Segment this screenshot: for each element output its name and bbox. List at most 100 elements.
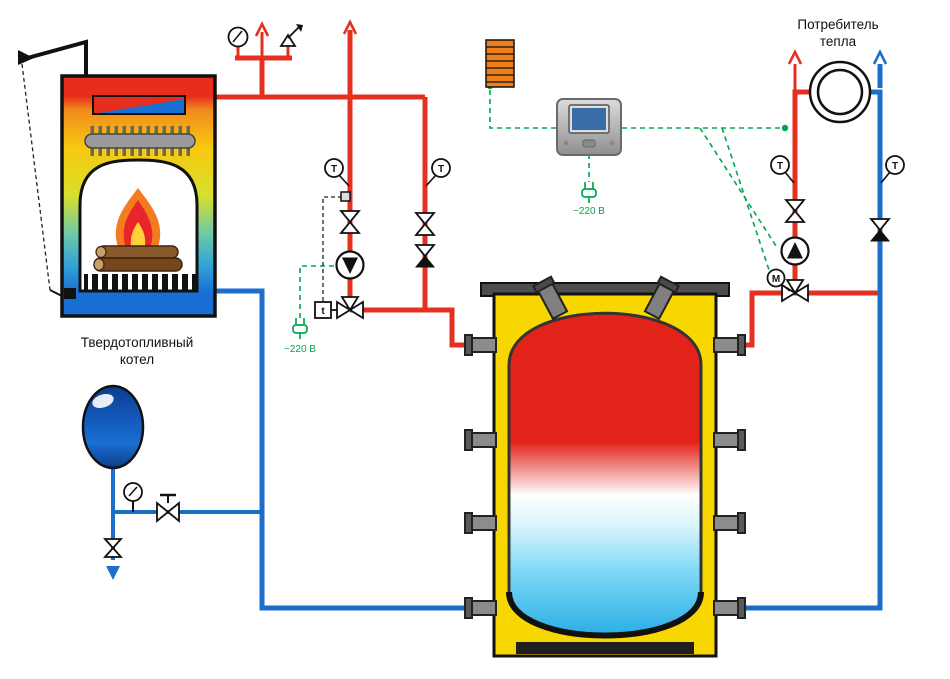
pump-boiler-circuit — [335, 250, 365, 280]
power-label-boiler-pump: ~220 В — [284, 344, 316, 355]
thermometer-letter: T — [892, 161, 898, 172]
tank-port — [469, 600, 497, 616]
temp-sensor — [340, 191, 351, 202]
chimney-guide-hook — [49, 289, 63, 297]
hot-pipes — [215, 30, 878, 348]
tank-port-flange — [464, 334, 473, 356]
vessel-highlight — [92, 393, 114, 409]
pump-impeller-icon — [787, 242, 803, 259]
thermostatic-mixing-valve: t — [314, 296, 364, 320]
tank-base — [516, 642, 694, 654]
check-valve-charge — [414, 244, 436, 268]
tank-port-flange — [737, 334, 746, 356]
boiler-label-line1: Твердотопливный — [81, 335, 194, 350]
chimney-guide-dashed-line — [21, 63, 51, 291]
safety-group — [227, 24, 303, 48]
heat-consumer — [808, 60, 872, 124]
controller — [556, 98, 622, 156]
power-plug-icon — [581, 182, 597, 203]
tank-nozzle-right — [643, 275, 681, 321]
tank-port-flange — [464, 597, 473, 619]
pump-heating-circuit — [780, 236, 810, 266]
chimney-pennant-icon — [18, 50, 34, 65]
air-vent-arrow-icon — [872, 49, 888, 65]
motor-actuator — [766, 268, 786, 288]
tank-ports-right — [713, 334, 746, 619]
shutoff-valve-charge — [414, 212, 436, 236]
check-valve-heating-return — [869, 218, 891, 242]
power-label-controller: ~220 В — [573, 206, 605, 217]
thermometer-heating-return: T — [880, 155, 905, 184]
pipe-heating-return — [740, 89, 883, 611]
controller-screen — [572, 108, 606, 130]
thermostat-letter: t — [321, 306, 325, 317]
tank-port-flange — [464, 429, 473, 451]
tank-port — [469, 515, 497, 531]
flue-pipe — [19, 39, 88, 78]
drain-arrow-icon — [106, 566, 120, 580]
wire-node-dot — [781, 124, 789, 132]
solid-fuel-boiler — [60, 74, 217, 318]
buffer-tank — [464, 275, 746, 658]
air-vent-arrow-icon — [787, 49, 803, 65]
controller-knob — [609, 140, 615, 146]
tank-port-flange — [464, 512, 473, 534]
tank-port — [713, 337, 741, 353]
thermometer-letter: T — [331, 164, 337, 175]
labels: Твердотопливный котел Потребитель тепла — [81, 17, 879, 367]
tank-port-flange — [737, 512, 746, 534]
consumer-inner-circle — [816, 68, 864, 116]
controller-button — [582, 139, 596, 148]
consumer-label-line1: Потребитель — [797, 17, 878, 32]
chimney — [18, 39, 88, 297]
wire-controller-mixer — [721, 127, 776, 289]
tank-port — [713, 600, 741, 616]
tank-port-flange — [737, 429, 746, 451]
power-plug-icon — [292, 318, 308, 339]
thermometer-charge: T — [425, 158, 451, 187]
logs-icon — [93, 245, 183, 272]
pressure-gauge-icon — [227, 26, 249, 48]
thermometer-heating-supply: T — [770, 155, 795, 184]
tank-port — [713, 432, 741, 448]
controller-knob — [563, 140, 569, 146]
pipe-heating-supply-riser — [792, 89, 811, 293]
safety-valve-icon — [279, 24, 303, 47]
pipe-tank-inlet-left — [350, 307, 468, 348]
pressure-gauge-expansion — [123, 482, 143, 512]
radiator-icon — [485, 39, 515, 88]
air-vent-arrow-icon — [342, 19, 358, 35]
thermometer-letter: T — [777, 161, 783, 172]
boiler-label-line2: котел — [120, 352, 154, 367]
expansion-tank — [81, 384, 180, 558]
finned-heat-exchanger — [84, 126, 196, 156]
thermostat-head — [314, 301, 332, 319]
consumer-label-line2: тепла — [820, 34, 857, 49]
tank-vessel — [507, 311, 703, 637]
motor-letter: M — [772, 274, 780, 285]
tank-bottom-cap — [506, 591, 704, 639]
pipe-tank-outlet-to-mixer — [740, 290, 878, 348]
shutoff-valve-heating — [784, 199, 806, 223]
grate-icon — [84, 274, 196, 290]
cold-pipes — [106, 64, 883, 611]
capillary-line — [322, 196, 341, 301]
ash-door — [64, 288, 76, 299]
air-vent-arrow-icon — [254, 21, 270, 37]
tank-port — [713, 515, 741, 531]
motorized-mixing-valve: M — [766, 268, 809, 303]
tank-nozzle-left — [531, 275, 569, 321]
shutoff-valve-bypass — [339, 210, 361, 234]
thermometer-bypass: T — [324, 158, 350, 187]
thermometer-letter: T — [438, 164, 444, 175]
tank-ports-left — [464, 334, 497, 619]
wire-controller-radiator-sensor — [489, 88, 556, 129]
tank-port — [469, 432, 497, 448]
pump-impeller-icon — [342, 257, 358, 274]
shutoff-valve-expansion — [156, 493, 180, 523]
drain-valve — [102, 538, 124, 558]
heat-exchanger-top — [92, 95, 186, 115]
fire-icon — [115, 188, 161, 262]
